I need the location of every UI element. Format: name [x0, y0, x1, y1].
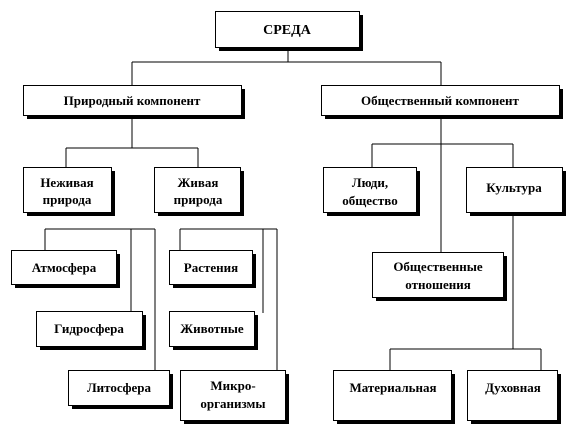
- social-component-label: Общественный компонент: [361, 93, 519, 108]
- animals-node: Животные: [169, 311, 258, 350]
- living-nature-node: Живая природа: [154, 167, 244, 216]
- living-nature-line1: Живая: [178, 175, 219, 190]
- plants-label: Растения: [184, 260, 238, 275]
- culture-label: Культура: [486, 180, 542, 195]
- material-culture-label: Материальная: [349, 380, 436, 395]
- animals-label: Животные: [180, 321, 244, 336]
- atmosphere-node: Атмосфера: [11, 250, 120, 288]
- people-society-line1: Люди,: [352, 175, 388, 190]
- natural-component-label: Природный компонент: [64, 93, 201, 108]
- social-relations-node: Общественные отношения: [372, 252, 507, 301]
- nonliving-nature-line1: Неживая: [40, 175, 93, 190]
- root-label: СРЕДА: [263, 23, 312, 38]
- nonliving-nature-line2: природа: [43, 192, 92, 207]
- microorganisms-line2: организмы: [200, 396, 265, 411]
- living-nature-line2: природа: [174, 192, 223, 207]
- lithosphere-node: Литосфера: [68, 370, 173, 409]
- microorganisms-line1: Микро-: [210, 378, 255, 393]
- plants-node: Растения: [169, 250, 256, 288]
- root-node: СРЕДА: [215, 11, 363, 51]
- spiritual-culture-label: Духовная: [485, 380, 541, 395]
- connectors: [44, 49, 542, 370]
- hydrosphere-label: Гидросфера: [54, 321, 124, 336]
- material-culture-node: Материальная: [333, 370, 455, 424]
- culture-node: Культура: [466, 167, 566, 216]
- spiritual-culture-node: Духовная: [467, 370, 561, 424]
- people-society-node: Люди, общество: [323, 167, 420, 216]
- social-relations-line2: отношения: [405, 277, 470, 292]
- nonliving-nature-node: Неживая природа: [23, 167, 115, 216]
- natural-component-node: Природный компонент: [23, 85, 245, 119]
- people-society-line2: общество: [342, 193, 398, 208]
- hydrosphere-node: Гидросфера: [36, 311, 146, 350]
- social-component-node: Общественный компонент: [321, 85, 563, 119]
- atmosphere-label: Атмосфера: [32, 260, 97, 275]
- lithosphere-label: Литосфера: [87, 380, 151, 395]
- social-relations-line1: Общественные: [393, 259, 483, 274]
- microorganisms-node: Микро- организмы: [180, 370, 289, 424]
